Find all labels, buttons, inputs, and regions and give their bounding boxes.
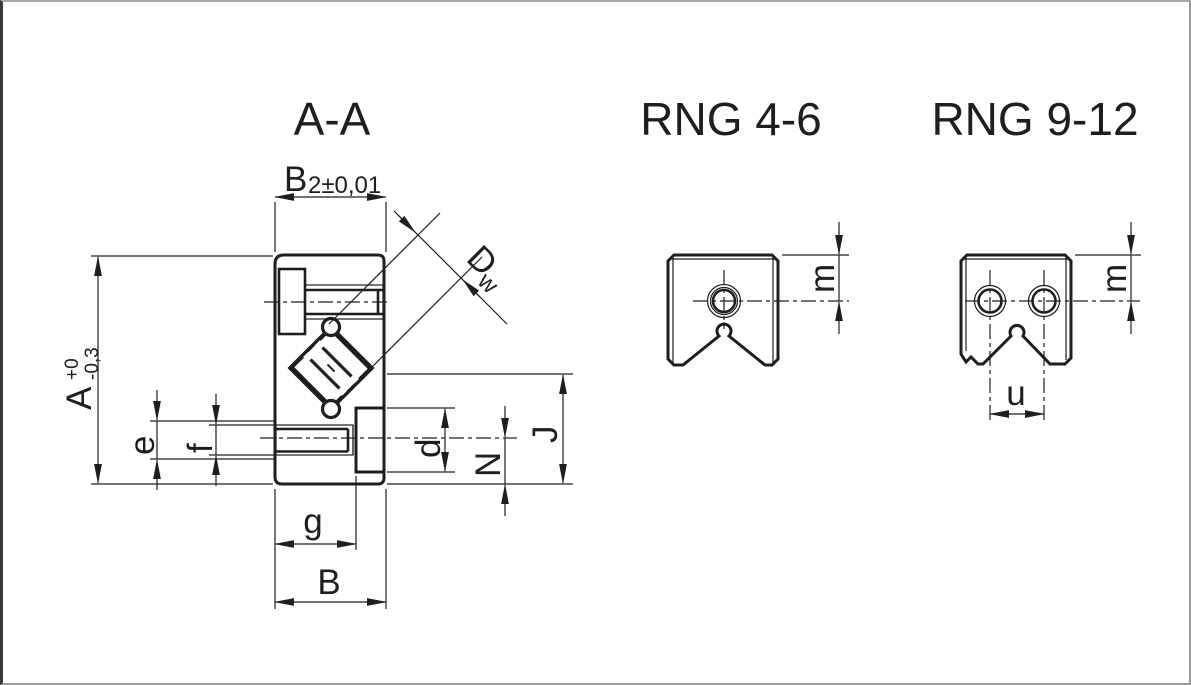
- section-title: A-A: [294, 93, 371, 145]
- dim-label-f: f: [181, 443, 220, 453]
- bearing-body-section: [273, 253, 386, 486]
- view-rng-9-12: m u: [959, 222, 1141, 423]
- dim-label-d: d: [409, 439, 448, 458]
- dim-label-m-rng912: m: [1095, 264, 1134, 293]
- dim-b2: B 2±0,01: [274, 160, 387, 252]
- dim-d: d: [387, 407, 455, 473]
- roller-cavity: [287, 324, 375, 412]
- dim-label-b2-sub: 2±0,01: [308, 172, 381, 199]
- rng46-body: [666, 253, 780, 367]
- dim-label-j: J: [526, 426, 565, 444]
- view-rng-4-6: m: [666, 222, 849, 367]
- dim-j: J: [387, 373, 573, 485]
- dim-label-n: N: [469, 452, 508, 477]
- dim-f: f: [181, 394, 274, 486]
- view3-title: RNG 9-12: [931, 93, 1138, 145]
- section-view-aa: B 2±0,01 D w A +0 -0,3: [60, 160, 573, 609]
- cavity-corner-relief-bottom: [320, 398, 342, 420]
- dim-label-m-rng46: m: [803, 264, 842, 293]
- dim-m-rng46: m: [782, 222, 849, 334]
- dim-b: B: [274, 489, 387, 609]
- dim-label-b2: B: [284, 160, 307, 199]
- dim-label-g: g: [303, 502, 322, 541]
- dim-m-rng912: m: [1075, 222, 1141, 334]
- cavity-corner-relief-top: [320, 316, 342, 338]
- drawing-canvas: B 2±0,01 D w A +0 -0,3: [60, 93, 1141, 609]
- roller-upper: [314, 326, 373, 385]
- dim-a: A +0 -0,3: [60, 255, 273, 485]
- dim-label-b: B: [317, 563, 340, 602]
- dim-u: u: [989, 374, 1045, 418]
- dim-label-e: e: [123, 436, 162, 455]
- roller-lower: [289, 351, 348, 410]
- rng912-body: [959, 253, 1073, 366]
- dim-label-a: A: [60, 386, 99, 410]
- dim-label-u: u: [1006, 374, 1025, 413]
- view2-title: RNG 4-6: [640, 93, 821, 145]
- side-stud: [354, 406, 386, 474]
- dim-e: e: [123, 390, 274, 490]
- dim-g: g: [274, 476, 357, 609]
- dim-label-a-tol-lower: -0,3: [82, 347, 103, 380]
- top-threaded-bore: [264, 284, 390, 320]
- lower-threaded-bore: [260, 424, 517, 456]
- dim-label-a-tol-upper: +0: [62, 358, 83, 380]
- dim-n: N: [469, 406, 509, 516]
